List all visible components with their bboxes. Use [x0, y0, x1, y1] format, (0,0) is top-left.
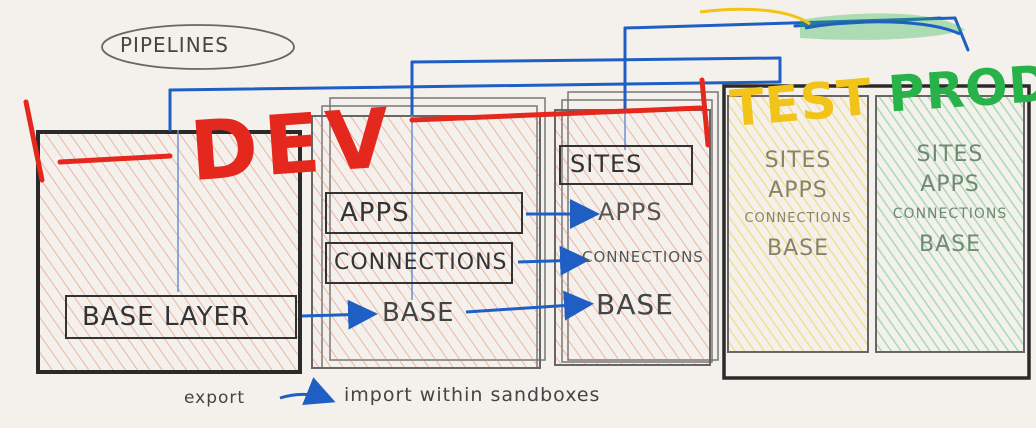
apps-text: APPS — [340, 198, 410, 228]
test-base: BASE — [766, 235, 829, 261]
base-layer-box — [65, 295, 297, 339]
sites-box — [559, 145, 693, 185]
prod-apps: APPS — [920, 171, 980, 197]
pipelines-oval — [101, 24, 295, 70]
prod-sites: SITES — [916, 142, 984, 167]
base-layer-text: BASE LAYER — [82, 302, 251, 332]
import-text: import within sandboxes — [344, 384, 601, 406]
apps-box — [325, 192, 523, 234]
connections-box — [325, 242, 513, 284]
pipelines-label: PIPELINES — [120, 33, 229, 57]
prod-stack: SITES APPS CONNECTIONS BASE — [876, 140, 1024, 260]
sites-text: SITES — [570, 150, 643, 178]
sandbox-panel-1 — [36, 130, 302, 374]
prod-connections: CONNECTIONS — [892, 206, 1008, 223]
sandbox-panel-3 — [554, 91, 719, 366]
prod-label: PROD — [886, 54, 1036, 124]
import-arrows — [279, 199, 600, 406]
test-apps: APPS — [768, 177, 828, 203]
pipeline-scribble — [699, 7, 965, 40]
test-prod-container — [722, 84, 1031, 380]
guide-lines — [177, 112, 626, 300]
test-stack: SITES APPS CONNECTIONS BASE — [728, 146, 868, 264]
base-text-2: BASE — [382, 298, 455, 328]
connections-text-3: CONNECTIONS — [582, 248, 704, 266]
export-text: export — [184, 388, 246, 408]
test-sites: SITES — [764, 148, 832, 173]
base-text-3: BASE — [596, 288, 674, 321]
test-connections: CONNECTIONS — [744, 211, 852, 227]
dev-label: DEV — [186, 90, 399, 201]
apps-text-3: APPS — [598, 198, 663, 226]
connections-text: CONNECTIONS — [334, 250, 508, 275]
prod-base: BASE — [918, 232, 981, 258]
dev-bracket — [23, 77, 711, 183]
test-label: TEST — [727, 67, 875, 139]
